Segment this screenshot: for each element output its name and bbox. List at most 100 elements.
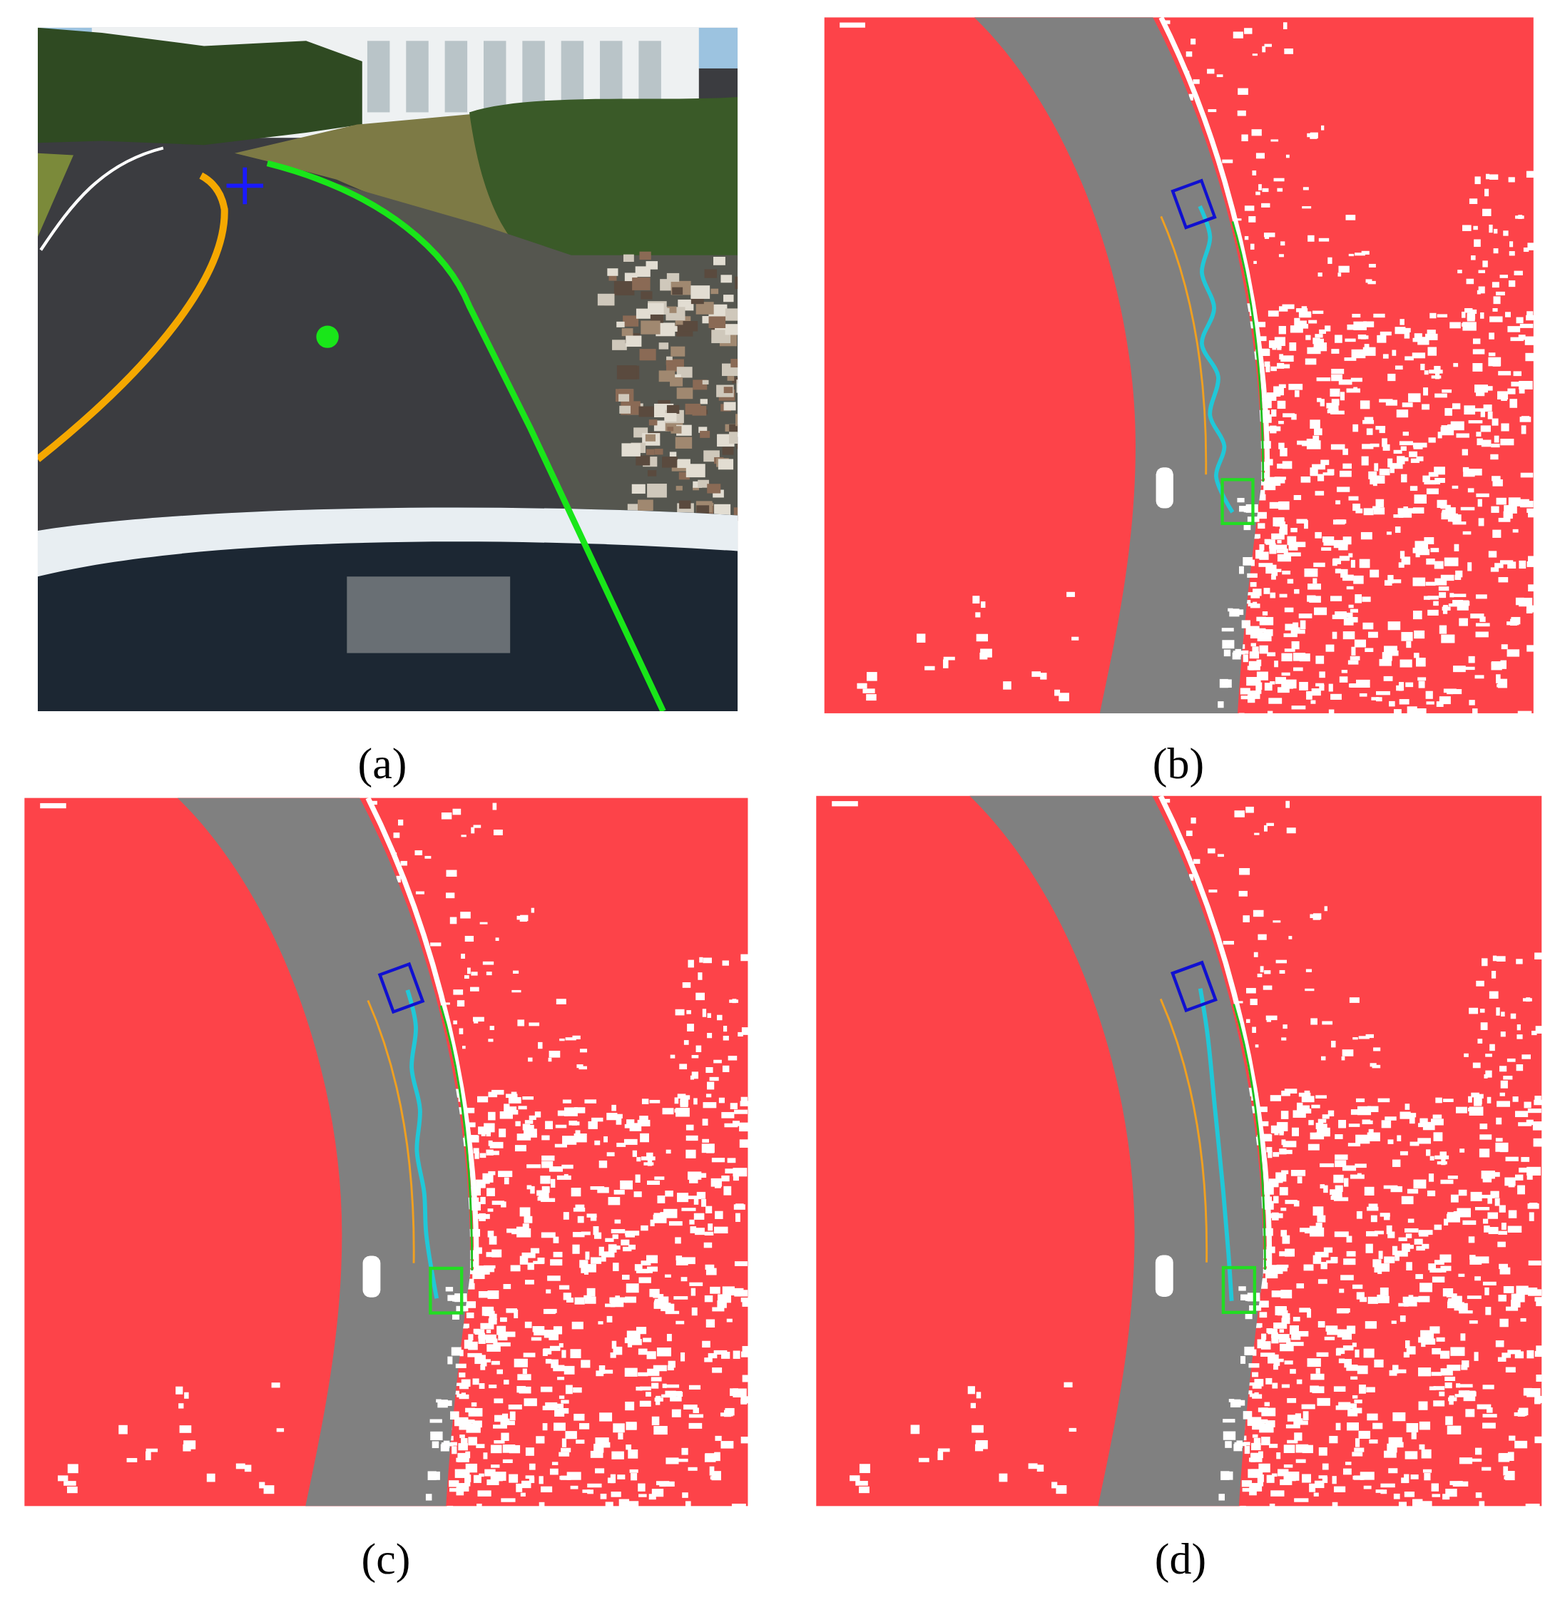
noise-speck xyxy=(1412,352,1426,359)
noise-speck xyxy=(1472,708,1478,717)
noise-speck xyxy=(477,1490,491,1496)
noise-speck xyxy=(511,990,521,993)
noise-speck xyxy=(452,1020,458,1025)
noise-speck xyxy=(1350,656,1361,661)
noise-speck xyxy=(1488,352,1496,356)
noise-speck xyxy=(614,1219,622,1225)
noise-speck xyxy=(1467,313,1476,321)
noise-speck xyxy=(1481,440,1492,448)
noise-speck xyxy=(697,972,702,981)
noise-speck xyxy=(1002,681,1012,690)
noise-speck xyxy=(467,1353,482,1358)
noise-speck xyxy=(1247,694,1255,703)
noise-speck xyxy=(681,1207,696,1212)
debris xyxy=(618,393,630,401)
noise-speck xyxy=(1244,236,1249,240)
noise-speck xyxy=(1350,1376,1358,1381)
noise-speck xyxy=(539,1502,545,1512)
noise-speck xyxy=(1457,269,1462,274)
road-surface xyxy=(37,27,738,712)
noise-speck xyxy=(1445,1382,1453,1389)
noise-speck xyxy=(587,1121,598,1130)
noise-speck xyxy=(1398,681,1404,691)
noise-speck xyxy=(492,1424,508,1429)
noise-speck xyxy=(541,1231,556,1238)
noise-speck xyxy=(539,1475,544,1484)
noise-speck xyxy=(1443,575,1449,580)
noise-speck xyxy=(1190,38,1196,45)
noise-speck xyxy=(628,1244,636,1250)
noise-speck xyxy=(1256,659,1262,667)
noise-speck xyxy=(1416,631,1425,638)
noise-speck xyxy=(1341,669,1348,674)
noise-speck xyxy=(730,1102,738,1110)
noise-speck xyxy=(1460,666,1475,670)
noise-speck xyxy=(624,1139,638,1145)
noise-speck xyxy=(662,1383,667,1389)
noise-speck xyxy=(599,1412,613,1421)
noise-speck xyxy=(1404,1491,1415,1498)
debris xyxy=(647,303,665,315)
noise-speck xyxy=(504,1177,510,1185)
noise-speck xyxy=(1275,676,1287,685)
noise-speck xyxy=(1507,325,1521,333)
noise-speck xyxy=(1509,241,1513,247)
noise-speck xyxy=(1328,709,1335,719)
noise-speck xyxy=(653,1425,668,1435)
noise-speck xyxy=(1293,495,1302,501)
noise-speck xyxy=(1271,1383,1278,1389)
noise-speck xyxy=(1309,467,1318,476)
noise-speck xyxy=(680,1099,689,1108)
noise-speck xyxy=(1423,1472,1431,1481)
noise-speck xyxy=(1326,403,1337,409)
noise-speck xyxy=(427,1470,437,1481)
noise-speck xyxy=(1268,310,1279,316)
noise-speck xyxy=(1340,1274,1354,1280)
noise-speck xyxy=(1358,334,1366,339)
noise-speck xyxy=(473,1475,482,1483)
noise-speck xyxy=(719,1097,725,1104)
noise-speck xyxy=(1273,178,1285,182)
noise-speck xyxy=(475,1443,485,1449)
noise-speck xyxy=(537,1042,543,1049)
noise-speck xyxy=(1328,684,1334,692)
noise-speck xyxy=(510,1411,516,1421)
noise-speck xyxy=(1236,497,1245,503)
noise-speck xyxy=(1251,170,1257,176)
noise-speck xyxy=(1221,627,1235,632)
noise-speck xyxy=(681,1276,688,1282)
noise-speck xyxy=(1413,652,1420,658)
noise-speck xyxy=(706,1032,712,1038)
noise-speck xyxy=(1474,176,1481,185)
noise-speck xyxy=(430,1418,443,1423)
debris xyxy=(645,434,656,442)
noise-speck xyxy=(520,1256,529,1265)
noise-speck xyxy=(1472,226,1478,230)
noise-speck xyxy=(645,1391,652,1397)
noise-speck xyxy=(524,1321,533,1329)
noise-speck xyxy=(470,827,475,834)
noise-speck xyxy=(1326,644,1335,652)
noise-speck xyxy=(689,1282,703,1287)
noise-speck xyxy=(711,1473,719,1478)
noise-speck xyxy=(564,1430,577,1439)
noise-speck xyxy=(711,1367,722,1374)
noise-speck xyxy=(559,1395,565,1399)
noise-speck xyxy=(490,1025,495,1031)
noise-speck xyxy=(1400,631,1413,642)
noise-speck xyxy=(1259,617,1274,626)
noise-speck xyxy=(1284,607,1294,613)
noise-speck xyxy=(1276,363,1284,369)
noise-speck xyxy=(1366,1206,1379,1212)
noise-speck xyxy=(456,1486,465,1496)
noise-speck xyxy=(624,1368,638,1377)
debris xyxy=(654,448,664,455)
noise-speck xyxy=(1352,424,1359,433)
noise-speck xyxy=(1348,553,1353,558)
noise-speck xyxy=(721,1112,734,1119)
noise-speck xyxy=(607,1151,615,1157)
noise-speck xyxy=(1375,696,1383,702)
noise-speck xyxy=(535,1435,545,1444)
building-window xyxy=(483,40,506,112)
noise-speck xyxy=(1427,346,1437,356)
